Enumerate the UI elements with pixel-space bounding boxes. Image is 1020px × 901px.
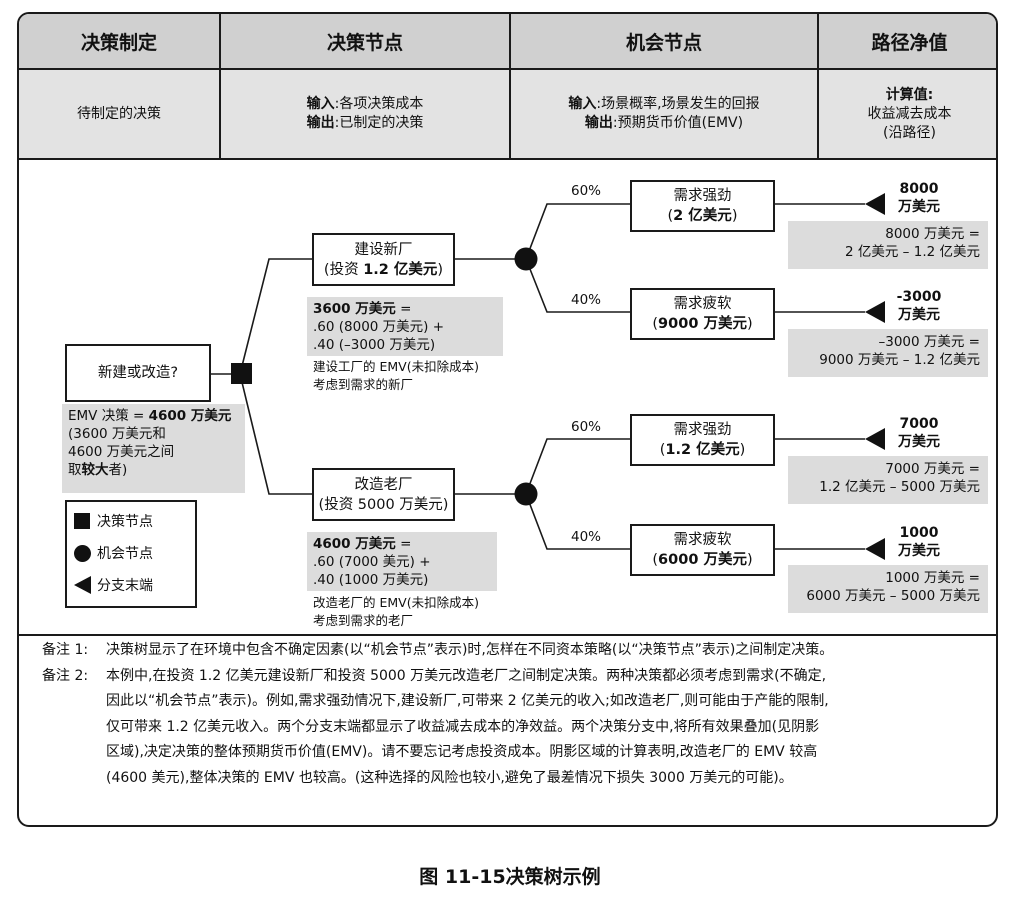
terminal-triangle-icon: [865, 538, 885, 560]
notes-divider: [19, 634, 996, 636]
sub-decision-making: 待制定的决策: [19, 70, 219, 158]
note-2: 备注 2: 本例中,在投资 1.2 亿美元建设新厂和投资 5000 万美元改造老…: [42, 667, 829, 786]
sub-decision-node: 输入:各项决策成本 输出:已制定的决策: [221, 70, 509, 158]
tree-lines: [209, 193, 885, 560]
build-new-plant-box: 建设新厂 (投资 1.2 亿美元): [312, 233, 455, 286]
header-decision-making: 决策制定: [19, 14, 219, 68]
diagram-frame: 决策制定 决策节点 机会节点 路径净值 待制定的决策 输入:各项决策成本 输出:…: [17, 12, 998, 827]
build-strong-demand-box: 需求强劲 (2 亿美元): [630, 180, 775, 232]
renovate-weak-demand-box: 需求疲软 (6000 万美元): [630, 524, 775, 576]
sub-path-value: 计算值: 收益减去成本 (沿路径): [819, 70, 996, 158]
build-emv-box: 3600 万美元 = .60 (8000 万美元) + .40 (–3000 万…: [307, 297, 503, 356]
renovate-prob-strong: 60%: [571, 419, 602, 435]
triangle-icon: [73, 576, 91, 594]
build-strong-terminal-value: 8000 万美元: [898, 181, 940, 215]
renovate-prob-weak: 40%: [571, 529, 602, 545]
legend-terminal: 分支末端: [67, 569, 195, 601]
chance-node-build: [514, 247, 538, 271]
terminal-triangle-icon: [865, 301, 885, 323]
header-divider: [19, 68, 996, 70]
renovate-weak-terminal-value: 1000 万美元: [898, 525, 940, 559]
build-prob-strong: 60%: [571, 183, 602, 199]
figure-caption: 图 11-15决策树示例: [419, 866, 601, 888]
header-decision-node: 决策节点: [221, 14, 509, 68]
renovate-strong-demand-box: 需求强劲 (1.2 亿美元): [630, 414, 775, 466]
header-bottom-line: [19, 158, 996, 160]
build-emv-note: 建设工厂的 EMV(未扣除成本) 考虑到需求的新厂: [313, 359, 479, 392]
decision-node-square: [231, 363, 252, 384]
circle-icon: [73, 544, 91, 562]
build-strong-calc: 8000 万美元 = 2 亿美元 – 1.2 亿美元: [788, 221, 988, 269]
col-divider: [219, 14, 221, 158]
renovate-strong-terminal-value: 7000 万美元: [898, 416, 940, 450]
build-prob-weak: 40%: [571, 292, 602, 308]
header-path-value: 路径净值: [819, 14, 996, 68]
build-weak-calc: –3000 万美元 = 9000 万美元 – 1.2 亿美元: [788, 329, 988, 377]
build-weak-demand-box: 需求疲软 (9000 万美元): [630, 288, 775, 340]
col-divider: [509, 14, 511, 158]
terminal-triangle-icon: [865, 193, 885, 215]
root-decision-box: 新建或改造?: [65, 344, 211, 402]
square-icon: [74, 513, 90, 529]
renovate-emv-note: 改造老厂的 EMV(未扣除成本) 考虑到需求的老厂: [313, 595, 479, 628]
legend-decision: 决策节点: [67, 505, 195, 537]
note-1: 备注 1: 决策树显示了在环境中包含不确定因素(以“机会节点”表示)时,怎样在不…: [42, 642, 834, 658]
legend: 决策节点 机会节点 分支末端: [65, 500, 197, 608]
chance-node-renovate: [514, 482, 538, 506]
sub-chance-node: 输入:场景概率,场景发生的回报 输出:预期货币价值(EMV): [511, 70, 817, 158]
renovate-weak-calc: 1000 万美元 = 6000 万美元 – 5000 万美元: [788, 565, 988, 613]
build-weak-terminal-value: -3000 万美元: [896, 289, 942, 323]
renovate-old-plant-box: 改造老厂 (投资 5000 万美元): [312, 468, 455, 521]
emv-decision-box: EMV 决策 = 4600 万美元 (3600 万美元和 4600 万美元之间 …: [62, 404, 245, 493]
col-divider: [817, 14, 819, 158]
renovate-emv-box: 4600 万美元 = .60 (7000 美元) + .40 (1000 万美元…: [307, 532, 497, 591]
header-chance-node: 机会节点: [511, 14, 817, 68]
legend-chance: 机会节点: [67, 537, 195, 569]
terminal-triangle-icon: [865, 428, 885, 450]
renovate-strong-calc: 7000 万美元 = 1.2 亿美元 – 5000 万美元: [788, 456, 988, 504]
notes: 备注 1: 决策树显示了在环境中包含不确定因素(以“机会节点”表示)时,怎样在不…: [42, 638, 962, 791]
